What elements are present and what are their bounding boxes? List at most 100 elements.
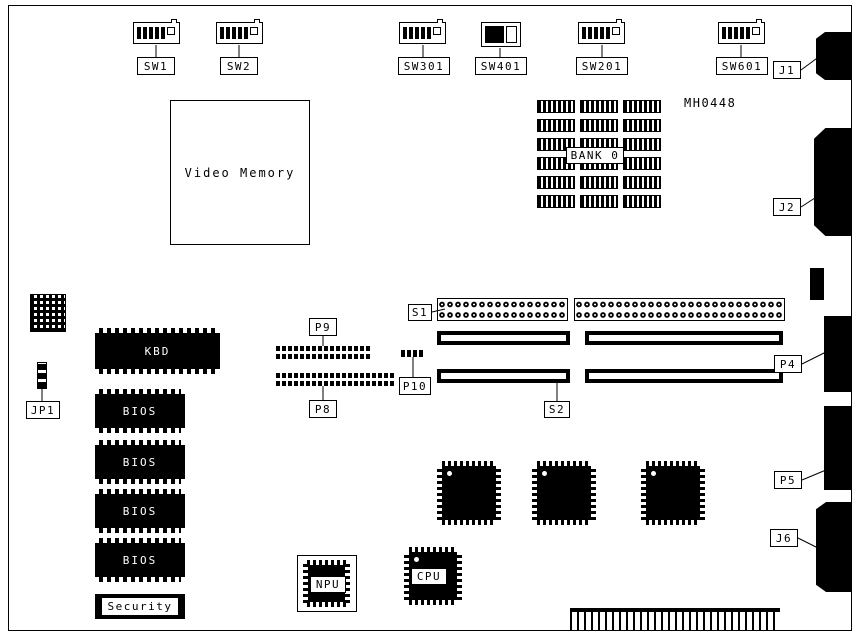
kbd-chip: KBD	[95, 328, 220, 374]
connector-p4	[824, 316, 852, 392]
pin-fringe	[496, 466, 501, 520]
pin-fringe	[306, 560, 347, 565]
memory-chip	[623, 157, 661, 170]
bios-body: BIOS	[95, 543, 185, 577]
jumper-jp1	[37, 362, 47, 389]
pin-fringe	[641, 466, 646, 520]
dip-switch-sw1	[133, 19, 180, 44]
bios-label: BIOS	[122, 553, 158, 567]
pin-row	[99, 389, 181, 394]
qfp-chip-3	[641, 461, 705, 525]
dip-switch-sw601	[718, 19, 765, 44]
label-p4: P4	[774, 355, 802, 373]
switch-blocks	[137, 27, 167, 39]
pin-row	[99, 538, 181, 543]
qfp-chip-2	[532, 461, 596, 525]
bios-body: BIOS	[95, 494, 185, 528]
bios-label: BIOS	[122, 504, 158, 518]
part-number: MH0448	[684, 96, 737, 110]
switch-tab	[254, 19, 260, 23]
connector-j1	[816, 32, 852, 80]
memory-chip	[623, 100, 661, 113]
switch-square	[752, 27, 760, 35]
kbd-label: KBD	[144, 344, 171, 358]
pin-fringe	[306, 602, 347, 607]
security-label: Security	[100, 597, 180, 616]
switch-square	[167, 27, 175, 35]
switch-block	[485, 26, 504, 43]
pin-grid-socket	[30, 294, 66, 332]
qfp-chip-1	[437, 461, 501, 525]
pin-fringe	[408, 547, 458, 552]
pin-row	[99, 479, 181, 484]
switch-blocks	[582, 27, 612, 39]
pin-row	[99, 369, 216, 374]
pin-row	[99, 528, 181, 533]
video-memory-block: Video Memory	[170, 100, 310, 245]
bios-chip-3: BIOS	[95, 489, 185, 533]
switch-square	[433, 27, 441, 35]
switch-square	[612, 27, 620, 35]
pin-fringe	[442, 520, 496, 525]
expansion-slot	[437, 369, 570, 383]
dip-switch-sw2	[216, 19, 263, 44]
label-sw1: SW1	[137, 57, 175, 75]
memory-chip	[580, 176, 618, 189]
connector-j6	[816, 502, 852, 592]
pin-fringe	[646, 461, 700, 466]
pin-fringe	[537, 520, 591, 525]
memory-chip	[623, 195, 661, 208]
memory-chip	[623, 138, 661, 151]
label-j6: J6	[770, 529, 798, 547]
pin-row	[99, 428, 181, 433]
bios-body: BIOS	[95, 445, 185, 479]
switch-sw401	[481, 22, 521, 47]
bios-chip-2: BIOS	[95, 440, 185, 484]
header-p9	[276, 346, 372, 359]
pin1-dot	[447, 471, 452, 476]
label-p9: P9	[309, 318, 337, 336]
pin-fringe	[646, 520, 700, 525]
pin-fringe	[700, 466, 705, 520]
switch-tab	[756, 19, 762, 23]
dip-switch-sw201	[578, 19, 625, 44]
memory-chip	[537, 176, 575, 189]
pin-fringe	[408, 600, 458, 605]
switch-blocks	[722, 27, 752, 39]
pin-row	[276, 354, 372, 359]
memory-chip	[537, 195, 575, 208]
bios-chip-1: BIOS	[95, 389, 185, 433]
connector-p5	[824, 406, 852, 490]
pin-row	[276, 381, 396, 386]
header-p8	[276, 373, 396, 386]
pin-row	[99, 328, 216, 333]
header-p10	[401, 350, 424, 357]
label-sw2: SW2	[220, 57, 258, 75]
bios-label: BIOS	[122, 404, 158, 418]
video-memory-label: Video Memory	[184, 165, 296, 180]
pin-row	[99, 577, 181, 582]
security-chip: Security	[95, 594, 185, 619]
bios-body: BIOS	[95, 394, 185, 428]
pin-fringe	[442, 461, 496, 466]
pin-fringe	[404, 551, 409, 601]
pin-fringe	[457, 551, 462, 601]
label-jp1: JP1	[26, 401, 60, 419]
expansion-slot	[437, 331, 570, 345]
expansion-slot	[585, 331, 783, 345]
pin-row	[276, 373, 396, 378]
memory-chip	[580, 119, 618, 132]
pin-fringe	[532, 466, 537, 520]
memory-chip	[537, 138, 575, 151]
pin-fringe	[345, 563, 350, 604]
switch-square	[250, 27, 258, 35]
switch-tab	[171, 19, 177, 23]
label-p8: P8	[309, 400, 337, 418]
security-body: Security	[95, 594, 185, 619]
pin-row	[99, 489, 181, 494]
memory-chip	[623, 176, 661, 189]
label-sw401: SW401	[475, 57, 527, 75]
switch-blocks	[220, 27, 250, 39]
label-sw301: SW301	[398, 57, 450, 75]
